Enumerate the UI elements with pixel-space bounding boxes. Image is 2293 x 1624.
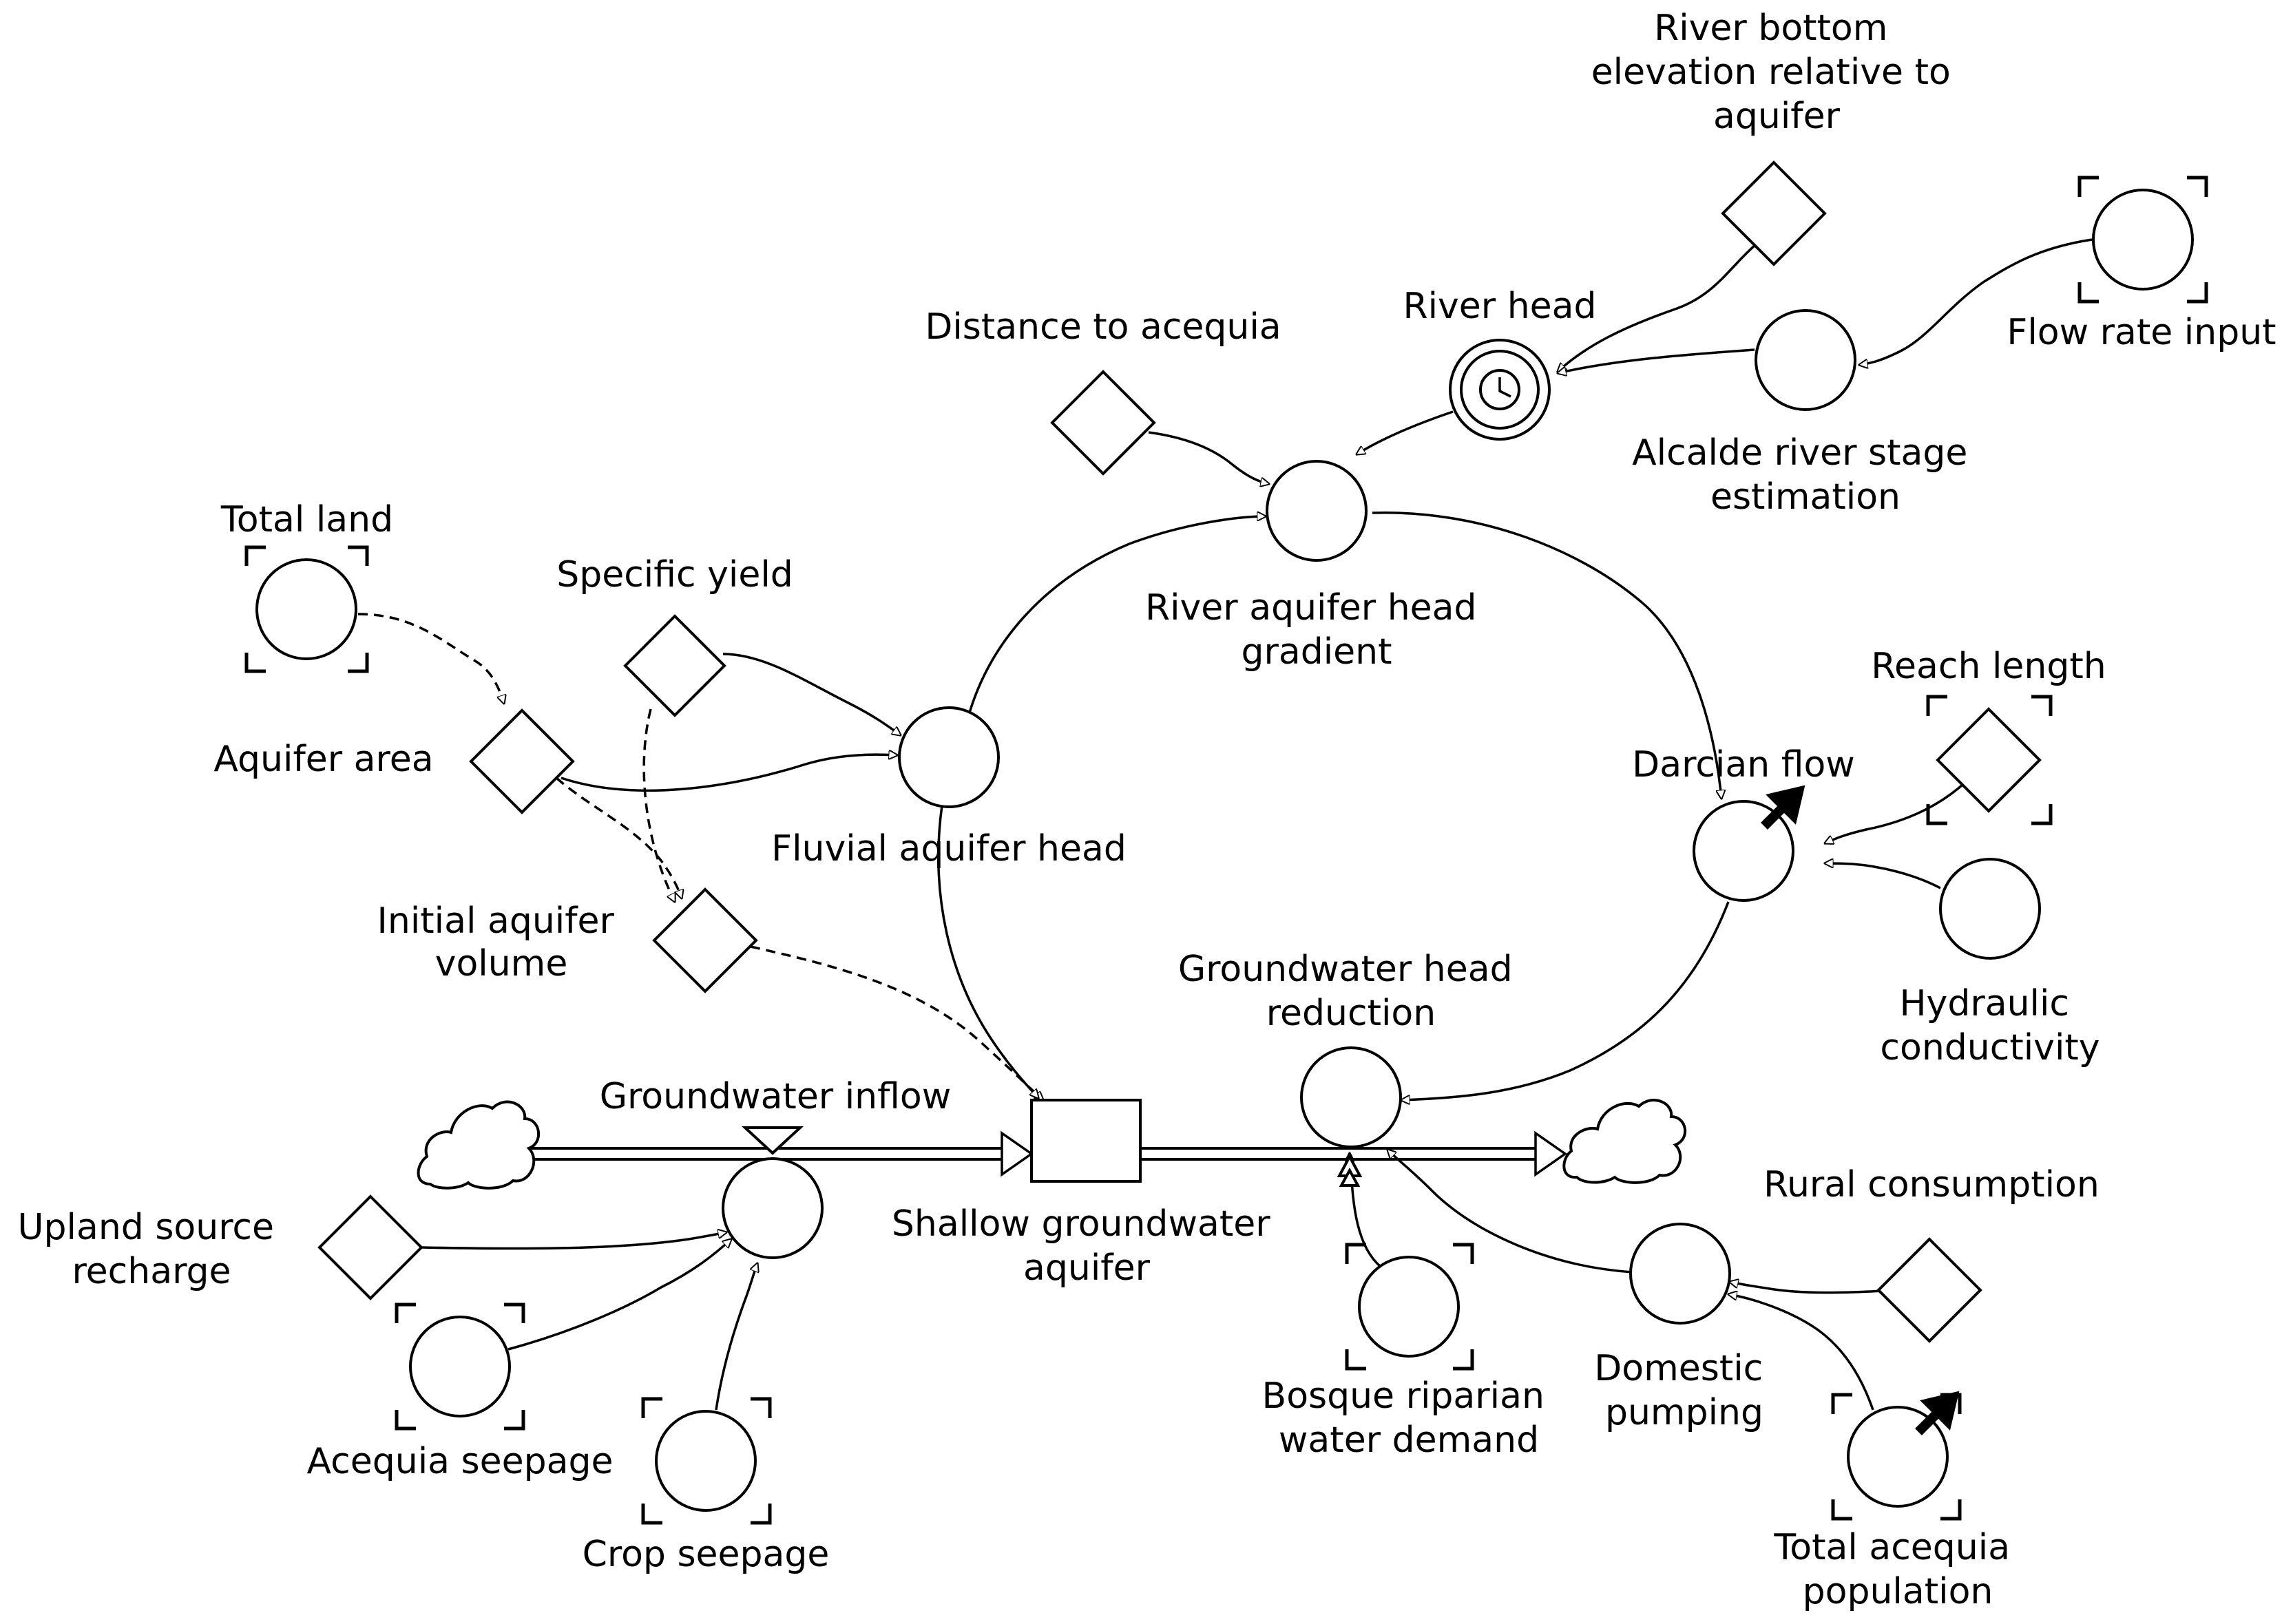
rural-consumption-node[interactable]: [1876, 1237, 1982, 1343]
clock-hands-icon: [1498, 377, 1511, 398]
link-crop-seepage-to-inflow: [715, 1263, 757, 1411]
label-specific-yield: Specific yield: [556, 554, 793, 595]
domestic-pumping-node[interactable]: [1629, 1223, 1731, 1325]
groundwater-inflow-node[interactable]: [722, 1157, 824, 1259]
link-darcian-to-head-reduction: [1401, 901, 1730, 1100]
total-land-node[interactable]: [244, 545, 369, 673]
label-initial-aquifer-volume: Initial aquifer volume: [377, 900, 626, 984]
link-reach-length-to-darcian: [1825, 783, 1964, 843]
label-domestic-pumping: Domestic pumping: [1594, 1348, 1774, 1433]
link-fluvial-head-to-gradient: [968, 516, 1266, 713]
link-acequia-seepage-to-inflow: [507, 1239, 731, 1351]
links: [357, 238, 2093, 1411]
outflow-pipe: [1141, 1147, 1536, 1161]
shallow-groundwater-aquifer-stock[interactable]: [1030, 1099, 1142, 1183]
label-acequia-seepage: Acequia seepage: [307, 1441, 614, 1482]
outflow-valve-icon-2: [1339, 1167, 1361, 1187]
label-river-bottom-elevation: River bottom elevation relative to aquif…: [1591, 8, 1962, 137]
link-river-head-to-gradient: [1357, 410, 1454, 454]
total-acequia-population-node[interactable]: [1831, 1391, 1962, 1521]
label-river-aquifer-head-gradient: River aquifer head gradient: [1145, 587, 1488, 673]
specific-yield-node[interactable]: [623, 614, 726, 717]
label-distance-to-acequia: Distance to acequia: [925, 306, 1281, 348]
upland-source-recharge-node[interactable]: [317, 1194, 423, 1300]
link-gradient-to-darcian-flow: [1372, 511, 1721, 799]
link-rural-to-domestic: [1730, 1282, 1884, 1294]
link-conductivity-to-darcian: [1825, 863, 1941, 889]
output-arrow-icon: [1915, 1391, 1960, 1435]
inflow-pipe-arrowhead: [1001, 1130, 1034, 1177]
label-alcalde-river-stage: Alcalde river stage estimation: [1632, 432, 1979, 518]
flow-pipes: [522, 1126, 1568, 1187]
label-flow-rate-input: Flow rate input: [2007, 312, 2276, 353]
link-distance-to-gradient: [1148, 431, 1269, 484]
hydraulic-conductivity-node[interactable]: [1939, 858, 2041, 960]
label-hydraulic-conductivity: Hydraulic conductivity: [1880, 983, 2100, 1068]
output-arrow-icon: [1761, 785, 1805, 830]
bosque-riparian-demand-node[interactable]: [1345, 1243, 1474, 1371]
river-aquifer-head-gradient-node[interactable]: [1266, 460, 1368, 562]
initial-aquifer-volume-node[interactable]: [652, 887, 758, 993]
link-total-land-to-aquifer-area: [357, 613, 504, 704]
sink-cloud-icon[interactable]: [1562, 1099, 1687, 1184]
link-specific-yield-to-fluvial-head: [722, 653, 901, 735]
label-total-land: Total land: [220, 499, 393, 540]
link-fluvial-head-aquifer-bidirectional: [937, 805, 1038, 1098]
link-aquifer-area-to-fluvial-head: [561, 755, 897, 792]
label-crop-seepage: Crop seepage: [583, 1534, 830, 1575]
label-groundwater-inflow: Groundwater inflow: [600, 1076, 951, 1117]
label-reach-length: Reach length: [1871, 646, 2106, 687]
label-fluvial-aquifer-head: Fluvial aquifer head: [771, 828, 1127, 869]
source-cloud-icon[interactable]: [417, 1100, 541, 1190]
fluvial-aquifer-head-node[interactable]: [898, 706, 1000, 808]
link-domestic-to-head-reduction: [1388, 1150, 1634, 1274]
crop-seepage-node[interactable]: [641, 1397, 772, 1525]
label-bosque-riparian-demand: Bosque riparian water demand: [1262, 1375, 1556, 1461]
label-total-acequia-population: Total acequia population: [1773, 1527, 2021, 1612]
outflow-pipe-arrowhead: [1534, 1130, 1568, 1177]
flow-rate-input-node[interactable]: [2077, 176, 2208, 304]
label-rural-consumption: Rural consumption: [1763, 1164, 2100, 1205]
link-alcalde-to-river-head: [1558, 348, 1755, 373]
labels: Total land Specific yield Aquifer area I…: [17, 8, 2276, 1612]
inflow-pipe: [522, 1147, 1002, 1161]
river-bottom-elevation-node[interactable]: [1721, 160, 1827, 266]
link-river-bottom-to-river-head: [1558, 243, 1757, 372]
inflow-valve-icon: [741, 1126, 804, 1155]
alcalde-river-stage-node[interactable]: [1755, 309, 1856, 411]
link-upland-to-inflow: [421, 1232, 726, 1250]
river-head-node[interactable]: [1449, 339, 1551, 441]
label-darcian-flow: Darcian flow: [1632, 744, 1855, 785]
link-specific-yield-to-initial-volume: [642, 708, 675, 902]
link-flow-rate-to-alcalde: [1859, 238, 2093, 365]
groundwater-head-reduction-node[interactable]: [1300, 1046, 1402, 1148]
distance-to-acequia-node[interactable]: [1050, 370, 1156, 476]
link-aquifer-area-to-initial-volume: [555, 777, 682, 898]
label-aquifer-area: Aquifer area: [213, 739, 433, 780]
label-river-head: River head: [1403, 286, 1596, 327]
link-population-to-domestic: [1728, 1294, 1874, 1411]
label-upland-source-recharge: Upland source recharge: [17, 1207, 285, 1292]
darcian-flow-node[interactable]: [1693, 785, 1805, 902]
aquifer-area-node[interactable]: [469, 708, 575, 814]
acequia-seepage-node[interactable]: [395, 1303, 525, 1431]
label-groundwater-head-reduction: Groundwater head reduction: [1178, 949, 1524, 1034]
label-shallow-groundwater-aquifer: Shallow groundwater aquifer: [892, 1203, 1281, 1289]
reach-length-node[interactable]: [1926, 695, 2053, 825]
